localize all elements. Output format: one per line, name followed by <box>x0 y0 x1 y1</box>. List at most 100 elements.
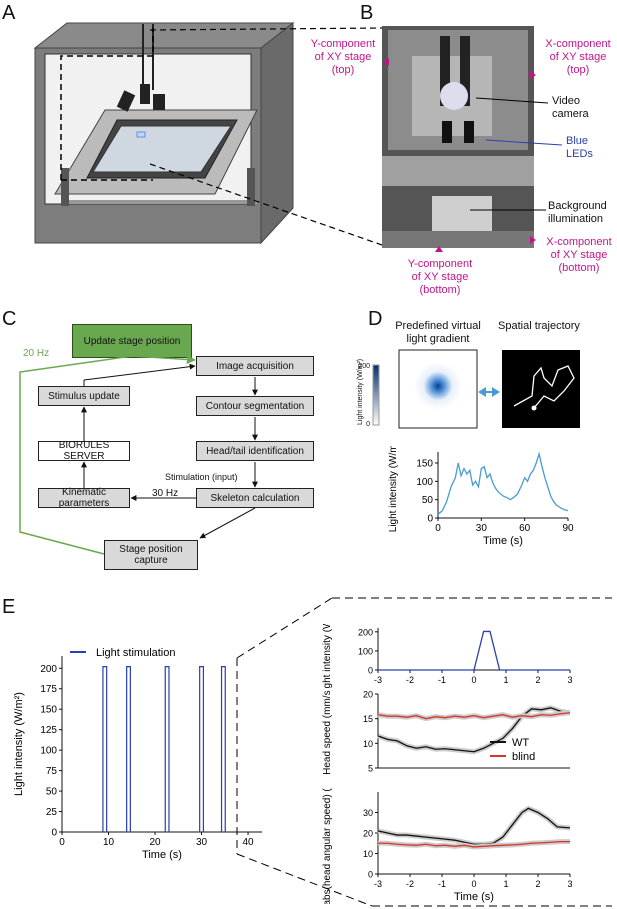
rig-photo <box>382 26 534 248</box>
label-blue-leds: Blue LEDs <box>566 135 593 161</box>
x-tick-label: -3 <box>374 675 382 685</box>
legend-label: Light stimulation <box>96 647 176 659</box>
label-line: LEDs <box>566 148 593 160</box>
label-video-camera: Video camera <box>552 95 589 121</box>
label-line: Y-component <box>407 258 473 270</box>
box-kinematic: Kinematic parameters <box>38 487 130 509</box>
y-tick-label: 0 <box>51 828 57 839</box>
x-tick-label: 30 <box>476 523 488 534</box>
y-axis-label: Light intensity (W/m²) <box>322 624 333 688</box>
panel-label-e: E <box>2 596 16 618</box>
x-tick-label: 0 <box>435 523 441 534</box>
label-background-illumination: Background illumination <box>548 200 607 226</box>
panel-label-b: B <box>360 2 374 24</box>
y-tick-label: 10 <box>363 849 373 859</box>
light-trace-line <box>437 451 569 515</box>
box-stage-capture: Stage position capture <box>104 540 198 570</box>
label-line: of XY stage <box>314 51 372 63</box>
x-tick-label: 10 <box>103 837 115 848</box>
gradient-spot <box>414 362 462 410</box>
flowchart-arrows <box>19 354 258 555</box>
y-tick-label: 20 <box>363 829 373 839</box>
y-tick-label: 100 <box>358 646 373 656</box>
y-tick-label: 0 <box>368 870 373 880</box>
series-line-WT <box>377 707 571 753</box>
label-line: of XY stage <box>411 271 469 283</box>
e-zoom-connectors <box>236 597 612 907</box>
x-axis-label: Time (s) <box>142 849 182 861</box>
label-line: illumination <box>548 213 604 225</box>
title-line: Predefined virtual <box>395 320 481 332</box>
label-line: of XY stage <box>549 51 607 63</box>
box-head-tail: Head/tail identification <box>196 441 314 461</box>
x-tick-label: 0 <box>59 837 65 848</box>
x-tick-label: 2 <box>535 879 540 889</box>
label-line: (top) <box>566 64 590 76</box>
y-tick-label: 10 <box>363 739 373 749</box>
stimulus-line <box>378 630 570 671</box>
panel-label-d: D <box>368 308 383 330</box>
x-tick-label: 3 <box>567 675 572 685</box>
d-title-right: Spatial trajectory <box>498 320 580 332</box>
label-30hz: 30 Hz <box>152 488 179 499</box>
y-tick-label: 75 <box>46 766 58 777</box>
y-tick-label: 50 <box>46 787 58 798</box>
legend-label: WT <box>512 737 529 749</box>
y-tick-label: 150 <box>40 705 57 716</box>
x-tick-label: -1 <box>438 879 446 889</box>
trajectory-start <box>531 405 537 411</box>
x-tick-label: 2 <box>535 675 540 685</box>
y-axis-label: Light intensity (W/m²) <box>13 692 25 796</box>
gradient-and-trajectory: 200 0 Light intensity (W/m²) <box>357 349 580 429</box>
label-line: (top) <box>331 64 355 76</box>
title-line: light gradient <box>406 333 470 345</box>
x-tick-label: 1 <box>503 879 508 889</box>
y-axis-label: Light intensity (W/m²) <box>388 446 399 532</box>
y-tick-label: 30 <box>363 808 373 818</box>
box-image-acquisition: Image acquisition <box>196 356 314 376</box>
y-tick-label: 25 <box>46 807 58 818</box>
trajectory-path <box>513 365 575 409</box>
y-tick-label: 175 <box>40 684 57 695</box>
x-tick-label: 1 <box>503 675 508 685</box>
label-line: camera <box>552 108 589 120</box>
stim-pulse <box>102 666 108 832</box>
x-tick-label: 0 <box>471 879 476 889</box>
legend-label: blind <box>512 751 535 763</box>
series-line-blind <box>378 840 570 848</box>
arrow-right <box>492 387 500 397</box>
label-stimulation-input: Stimulation (input) <box>165 472 238 482</box>
label-line: Background <box>548 200 607 212</box>
x-tick-label: -1 <box>438 675 446 685</box>
y-tick-label: 150 <box>416 459 433 470</box>
x-axis-label: Time (s) <box>483 535 523 547</box>
stim-pulse <box>126 666 131 832</box>
y-tick-label: 50 <box>422 495 434 506</box>
x-tick-label: 90 <box>562 523 574 534</box>
box-skeleton: Skeleton calculation <box>196 488 314 508</box>
series-line-WT <box>377 807 571 845</box>
y-tick-label: 20 <box>363 690 373 700</box>
label-x-bottom: X-component of XY stage (bottom) <box>542 236 616 275</box>
y-tick-label: 100 <box>416 477 433 488</box>
x-tick-label: -2 <box>406 879 414 889</box>
label-y-bottom: Y-component of XY stage (bottom) <box>400 258 480 297</box>
x-axis-label: Time (s) <box>454 891 494 903</box>
box-stimulus-update: Stimulus update <box>38 386 130 406</box>
box-update-stage: Update stage position <box>72 324 192 358</box>
label-x-top: X-component of XY stage (top) <box>541 38 615 77</box>
box-biorules: BIORULES SERVER <box>38 440 130 462</box>
x-tick-label: 3 <box>567 879 572 889</box>
colorbar <box>372 364 380 426</box>
x-tick-label: 30 <box>196 837 208 848</box>
arrow-left <box>478 387 486 397</box>
x-tick-label: 20 <box>149 837 161 848</box>
panel-label-c: C <box>2 308 17 330</box>
x-tick-label: -2 <box>406 675 414 685</box>
y-tick-label: 5 <box>368 764 373 774</box>
series-line-blind <box>377 712 571 720</box>
stim-pulse <box>199 666 204 832</box>
